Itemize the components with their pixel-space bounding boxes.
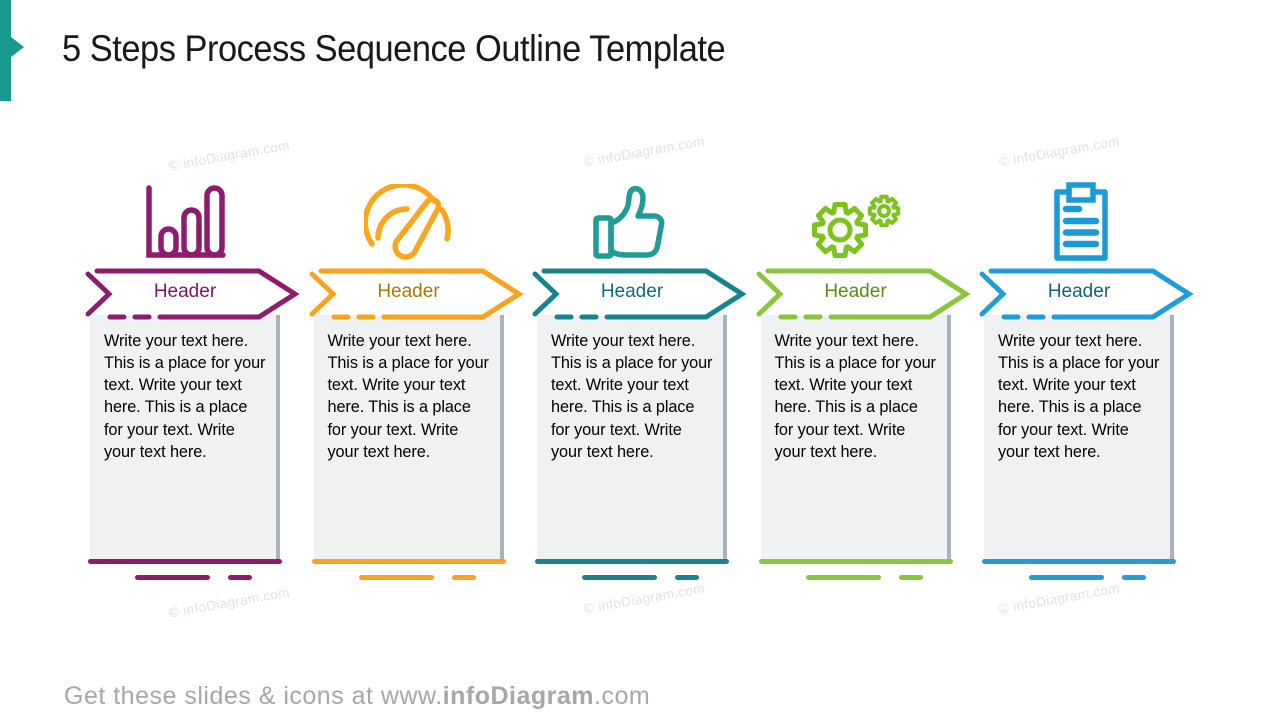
step-1-icon-area bbox=[90, 176, 280, 264]
step-underline bbox=[88, 559, 282, 564]
step-4-text-box: Write your text here. This is a place fo… bbox=[760, 315, 951, 562]
step-5-icon-area bbox=[984, 176, 1174, 264]
step-body-text: Write your text here. This is a place fo… bbox=[327, 332, 489, 461]
step-5: Header Write your text here. This is a p… bbox=[979, 176, 1194, 580]
corner-arrow-icon bbox=[0, 0, 24, 101]
step-5-header-banner: Header bbox=[979, 268, 1194, 320]
arrow-banner-icon bbox=[979, 268, 1194, 320]
step-5-text-box: Write your text here. This is a place fo… bbox=[984, 315, 1174, 562]
step-3-header-banner: Header bbox=[532, 268, 747, 320]
clipboard-checklist-icon bbox=[1054, 182, 1108, 261]
step-underline bbox=[758, 559, 953, 564]
step-2-text-box: Write your text here. This is a place fo… bbox=[313, 315, 504, 562]
step-body-text: Write your text here. This is a place fo… bbox=[551, 332, 713, 461]
step-1: Header Write your text here. This is a p… bbox=[85, 176, 300, 580]
step-header-label: Header bbox=[1047, 281, 1111, 302]
process-steps: Header Write your text here. This is a p… bbox=[85, 176, 1194, 580]
step-header-label: Header bbox=[824, 281, 887, 302]
step-body-text: Write your text here. This is a place fo… bbox=[774, 332, 936, 461]
step-3: Header Write your text here. This is a p… bbox=[532, 176, 747, 580]
arrow-banner-icon bbox=[309, 268, 524, 320]
step-underline bbox=[535, 559, 729, 564]
step-4: Header Write your text here. This is a p… bbox=[756, 176, 971, 580]
step-dashed-underline bbox=[761, 575, 951, 580]
footer-brand: infoDiagram bbox=[442, 682, 595, 710]
watermark: © infoDiagram.com bbox=[997, 133, 1121, 170]
arrow-banner-icon bbox=[532, 268, 747, 320]
step-3-text-box: Write your text here. This is a place fo… bbox=[537, 315, 727, 562]
step-1-header-banner: Header bbox=[85, 268, 300, 320]
step-2-icon-area bbox=[314, 176, 504, 264]
footer-credit: Get these slides & icons at www.infoDiag… bbox=[64, 682, 650, 711]
thumbs-up-icon bbox=[593, 185, 665, 259]
watermark: © infoDiagram.com bbox=[997, 580, 1121, 617]
step-4-header-banner: Header bbox=[756, 268, 971, 320]
watermark: © infoDiagram.com bbox=[582, 580, 706, 617]
arrow-banner-icon bbox=[756, 268, 971, 320]
step-dashed-underline bbox=[314, 575, 504, 580]
step-2: Header Write your text here. This is a p… bbox=[309, 176, 524, 580]
watermark: © infoDiagram.com bbox=[167, 137, 291, 174]
step-4-icon-area bbox=[761, 176, 951, 264]
slide-accent-marker bbox=[0, 0, 26, 107]
step-header-label: Header bbox=[153, 281, 217, 302]
step-dashed-underline bbox=[90, 575, 280, 580]
speedometer-icon bbox=[363, 184, 451, 260]
step-header-label: Header bbox=[600, 281, 664, 302]
step-dashed-underline bbox=[984, 575, 1174, 580]
step-underline bbox=[982, 559, 1176, 564]
step-body-text: Write your text here. This is a place fo… bbox=[104, 332, 266, 461]
bar-chart-icon bbox=[146, 185, 226, 258]
gears-icon bbox=[811, 194, 900, 258]
step-2-header-banner: Header bbox=[309, 268, 524, 320]
footer-text-suffix: .com bbox=[594, 682, 651, 710]
watermark: © infoDiagram.com bbox=[167, 584, 291, 621]
arrow-banner-icon bbox=[85, 268, 300, 320]
watermark: © infoDiagram.com bbox=[582, 133, 706, 170]
page-title: 5 Steps Process Sequence Outline Templat… bbox=[62, 28, 726, 69]
step-1-text-box: Write your text here. This is a place fo… bbox=[90, 315, 280, 562]
footer-text-prefix: Get these slides & icons at www. bbox=[64, 682, 443, 710]
step-body-text: Write your text here. This is a place fo… bbox=[998, 332, 1160, 461]
step-3-icon-area bbox=[537, 176, 727, 264]
step-header-label: Header bbox=[377, 281, 440, 302]
step-underline bbox=[311, 559, 506, 564]
step-dashed-underline bbox=[537, 575, 727, 580]
